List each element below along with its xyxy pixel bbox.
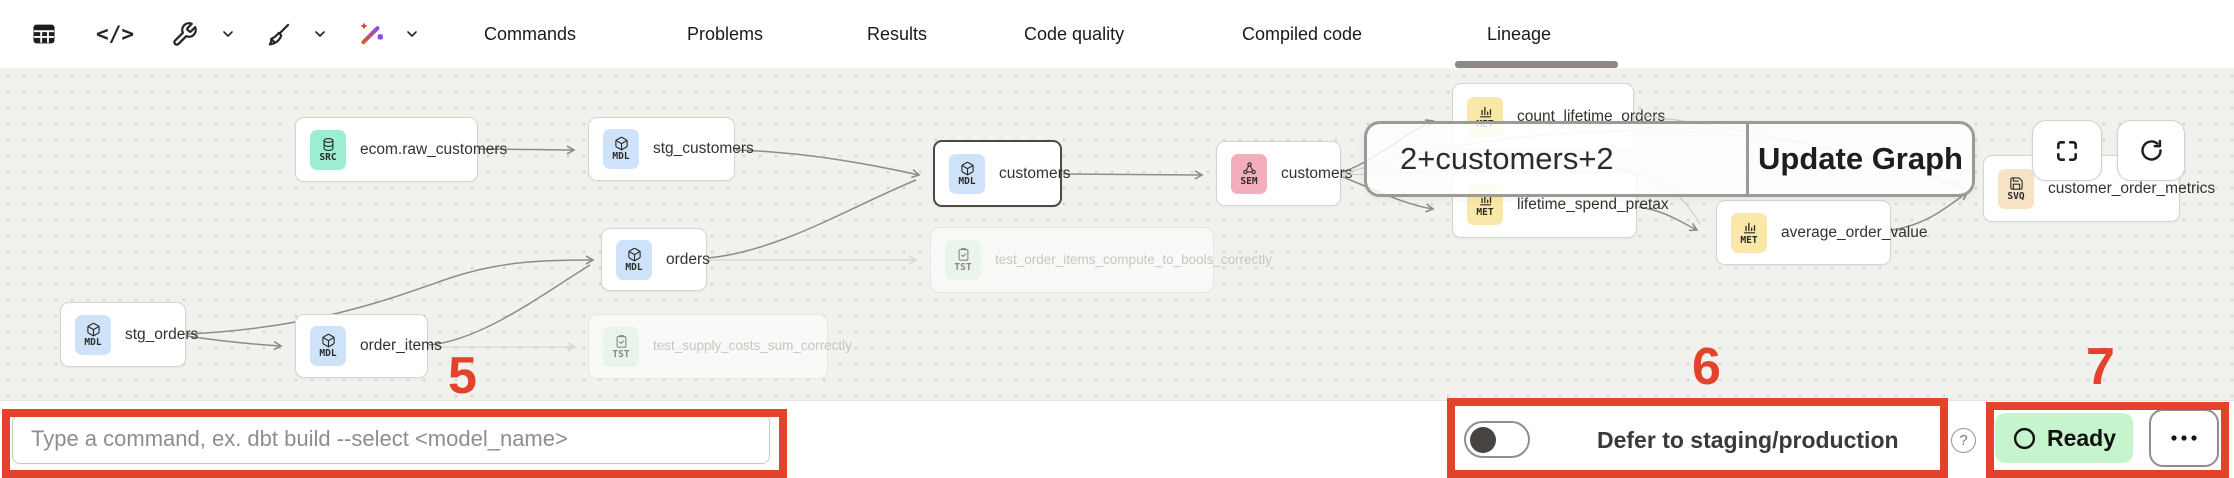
refresh-icon[interactable] [2117, 120, 2185, 181]
fit-view-button[interactable] [2032, 120, 2102, 181]
defer-toggle[interactable] [1464, 421, 1530, 458]
node-label: stg_orders [125, 325, 199, 343]
node-label: stg_customers [653, 140, 754, 158]
node-label: count_lifetime_orders [1517, 107, 1666, 125]
cube-icon: MDL [949, 153, 985, 194]
node-stg-orders[interactable]: MDL stg_orders [60, 302, 198, 367]
code-icon[interactable]: </> [92, 0, 138, 68]
chart-icon: MET [1731, 212, 1767, 253]
tab-commands[interactable]: Commands [484, 0, 576, 68]
ellipsis-icon [2171, 435, 2197, 441]
cube-icon: MDL [75, 314, 111, 355]
share-icon: SEM [1231, 153, 1267, 194]
active-tab-underline [1455, 61, 1618, 68]
node-label: average_order_value [1781, 223, 1928, 241]
ring-icon [2013, 427, 2036, 449]
chevron-down-icon[interactable] [212, 0, 244, 68]
defer-label: Defer to staging/production [1597, 426, 1899, 453]
node-label: orders [666, 250, 710, 268]
node-label: lifetime_spend_pretax [1517, 196, 1669, 214]
node-label: ecom.raw_customers [360, 140, 508, 158]
node-order-items[interactable]: MDL order_items [295, 314, 442, 378]
tab-compiled-code[interactable]: Compiled code [1242, 0, 1362, 68]
selector-expression[interactable]: 2+customers+2 [1400, 141, 1614, 176]
status-badge-ready[interactable]: Ready [1995, 413, 2133, 463]
node-label: customers [1281, 164, 1353, 182]
wand-icon[interactable] [350, 0, 392, 68]
wrench-icon[interactable] [164, 0, 204, 68]
clipboard-icon: TST [945, 240, 981, 280]
toolbar: </> [0, 0, 2234, 68]
tab-problems[interactable]: Problems [687, 0, 763, 68]
chevron-down-icon[interactable] [396, 0, 428, 68]
node-label: test_order_items_compute_to_bools_correc… [995, 251, 1272, 267]
node-customers-model[interactable]: MDL customers [933, 140, 1071, 207]
node-test-supply-costs[interactable]: TST test_supply_costs_sum_correctly [588, 314, 852, 379]
clipboard-icon: TST [603, 326, 639, 367]
node-label: customers [999, 164, 1071, 182]
node-ecom-raw-customers[interactable]: SRC ecom.raw_customers [295, 117, 507, 182]
status-label: Ready [2046, 424, 2117, 451]
broom-icon[interactable] [258, 0, 298, 68]
node-customers-semantic[interactable]: SEM customers [1216, 141, 1353, 206]
cube-icon: MDL [310, 326, 346, 366]
fit-view-icon [2057, 140, 2077, 161]
help-icon[interactable]: ? [1951, 428, 1976, 453]
tab-code-quality[interactable]: Code quality [1024, 0, 1124, 68]
command-input[interactable] [12, 414, 770, 464]
node-stg-customers[interactable]: MDL stg_customers [588, 117, 754, 181]
node-label: order_items [360, 337, 442, 355]
table-icon[interactable] [22, 0, 66, 68]
command-bar: Defer to staging/production ? Ready [0, 400, 2234, 478]
refresh-icon [2140, 139, 2162, 161]
tab-results[interactable]: Results [867, 0, 927, 68]
cube-icon: MDL [603, 129, 639, 169]
tab-lineage[interactable]: Lineage [1487, 0, 1551, 68]
toggle-knob [1470, 426, 1496, 453]
node-label: customer_order_metrics [2048, 179, 2216, 197]
node-test-order-items[interactable]: TST test_order_items_compute_to_bools_cor… [930, 227, 1272, 293]
more-options-button[interactable] [2149, 409, 2219, 467]
cube-icon: MDL [616, 239, 652, 280]
graph-selector-overlay: 2+customers+2 Update Graph [1364, 121, 1975, 197]
update-graph-button[interactable]: Update Graph [1749, 124, 1972, 194]
chevron-down-icon[interactable] [304, 0, 336, 68]
database-icon: SRC [310, 129, 346, 170]
node-label: test_supply_costs_sum_correctly [653, 338, 852, 354]
node-orders[interactable]: MDL orders [601, 228, 710, 291]
node-average-order-value[interactable]: MET average_order_value [1716, 200, 1928, 265]
save-icon: SVQ [1998, 168, 2034, 209]
